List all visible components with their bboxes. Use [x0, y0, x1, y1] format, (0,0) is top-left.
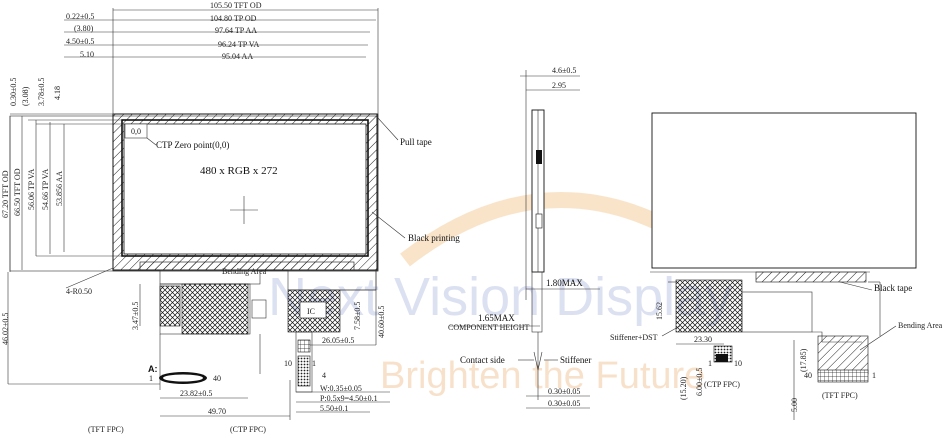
- dim-left-aa: 53.856 AA: [55, 171, 64, 206]
- stiffener-dst: [675, 279, 743, 333]
- dim-corner: 4-R0.50: [66, 287, 92, 296]
- pin-40-label: 40: [213, 374, 221, 383]
- dim-418: 4.18: [53, 86, 62, 100]
- black-tape-label: Black tape: [874, 283, 912, 293]
- dim-left-tp-va: 56.06 TP VA: [27, 169, 36, 210]
- ctp-fpc-front: IC 7.58±0.5 40.60±0.5 26.05±0.5 10 1 4 W…: [284, 269, 390, 413]
- pin-1-label: 1: [149, 374, 153, 383]
- dim-022: 0.22±0.5: [66, 12, 94, 21]
- tft-fpc-label: (TFT FPC): [88, 425, 124, 434]
- p-dim: P:0.5x9=4.50±0.1: [320, 394, 378, 403]
- back-dim-1: 1: [708, 359, 712, 368]
- dim-4060: 40.60±0.5: [377, 306, 386, 338]
- dim-295: 2.95: [552, 81, 566, 90]
- dim-600: 6.00±0.5: [695, 368, 704, 396]
- back-bending-label: Bending Area: [898, 321, 943, 330]
- dim-aa: 95.04 AA: [222, 52, 253, 61]
- black-tape: [755, 271, 867, 283]
- dim-4: 4: [322, 371, 326, 380]
- dim-500: 5.00: [790, 398, 799, 412]
- dim-tft-od: 105.50 TFT OD: [210, 1, 262, 10]
- pull-tape-label: Pull tape: [400, 137, 432, 147]
- dim-550: 5.50±0.1: [320, 404, 348, 413]
- back-panel: [651, 112, 917, 269]
- dim-510: 5.10: [80, 50, 94, 59]
- dim-1520: (15.20): [679, 376, 688, 400]
- back-dim-10: 10: [734, 359, 742, 368]
- dim-030b: 0.30±0.05: [548, 399, 580, 408]
- dim-4970: 49.70: [208, 407, 226, 416]
- watermark-line2: Brighten the Future: [380, 355, 705, 397]
- dim-030: 0.30±0.5: [9, 78, 18, 106]
- dim-450: 4.50±0.5: [66, 37, 94, 46]
- resolution-label: 480 x RGB x 272: [200, 165, 278, 177]
- dim-1785: (17.85): [799, 348, 808, 372]
- pin-a-label: A:: [148, 364, 158, 374]
- stiffener-label: Stiffener: [560, 355, 591, 365]
- view-area: [121, 119, 369, 257]
- dim-tp-aa: 97.64 TP AA: [215, 26, 257, 35]
- back-bending-area: [817, 335, 869, 375]
- dim-1562: 15.62: [655, 302, 664, 320]
- active-area: [123, 123, 367, 255]
- dim-380: (3.80): [74, 24, 94, 33]
- ic-label: IC: [307, 307, 315, 316]
- dim-2330: 23.30: [694, 335, 712, 344]
- dim-347: 3.47±0.5: [131, 302, 140, 330]
- side-view: 4.6±0.5 2.95 1.80MAX 1.65MAX COMPONENT H…: [448, 66, 600, 409]
- dim-46: 4.6±0.5: [552, 66, 576, 75]
- left-dimensions: 67.20 TFT OD 66.50 TFT OD 56.06 TP VA 54…: [1, 116, 160, 385]
- black-printing-label: Black printing: [408, 233, 460, 243]
- dim-tp-od: 104.80 TP OD: [210, 14, 257, 23]
- dim-left-tft-od: 67.20 TFT OD: [1, 170, 10, 218]
- back-tft-fpc: (TFT FPC): [822, 391, 858, 400]
- max-165: 1.65MAX: [478, 313, 515, 323]
- dim-2382: 23.82±0.5: [180, 389, 212, 398]
- dim-378: 3.78±0.5: [37, 78, 46, 106]
- ctp-fpc-label: (CTP FPC): [230, 425, 266, 434]
- max-180: 1.80MAX: [546, 278, 583, 288]
- ctp-zero-label: CTP Zero point(0,0): [156, 140, 229, 150]
- stiffener-dst-label: Stiffener+DST: [610, 333, 658, 342]
- tft-fpc-front: A: 1 40 23.82±0.5 49.70 3.47±0.5 (TFT FP…: [88, 269, 291, 434]
- pin-10-label: 10: [284, 359, 292, 368]
- vertical-top-dimensions: 0.30±0.5 (3.08) 3.78±0.5 4.18: [9, 78, 124, 125]
- back-ctp-fpc: (CTP FPC): [704, 380, 740, 389]
- dim-left-tft-od2: 66.50 TFT OD: [13, 168, 22, 216]
- component-height: COMPONENT HEIGHT: [448, 323, 530, 332]
- dim-4602: 46.02±0.5: [1, 313, 10, 345]
- watermark: Next Vision Display Brighten the Future: [268, 192, 732, 397]
- back-dim-1b: 1: [872, 371, 876, 380]
- svg-text:0,0: 0,0: [131, 127, 141, 136]
- w-dim: W:0.35±0.05: [320, 384, 362, 393]
- dim-758: 7.58±0.5: [353, 302, 362, 330]
- top-dimensions: 105.50 TFT OD 104.80 TP OD 97.64 TP AA 9…: [64, 1, 379, 116]
- bending-area-label: Bending Area: [222, 267, 267, 276]
- dim-tp-va: 96.24 TP VA: [218, 40, 259, 49]
- back-dim-40: 40: [804, 371, 812, 380]
- dim-308: (3.08): [21, 86, 30, 106]
- dim-left-tp-va2: 54.66 TP VA: [41, 169, 50, 210]
- watermark-line1: Next Vision Display: [268, 267, 732, 327]
- pin-1b-label: 1: [312, 359, 316, 368]
- front-view: 0,0 CTP Zero point(0,0) 480 x RGB x 272 …: [1, 1, 460, 434]
- dim-2605: 26.05±0.5: [322, 336, 354, 345]
- dim-030a: 0.30±0.05: [548, 387, 580, 396]
- back-view: Black tape Stiffener+DST 15.62 23.30 1 1…: [610, 112, 943, 420]
- contact-side-label: Contact side: [460, 355, 505, 365]
